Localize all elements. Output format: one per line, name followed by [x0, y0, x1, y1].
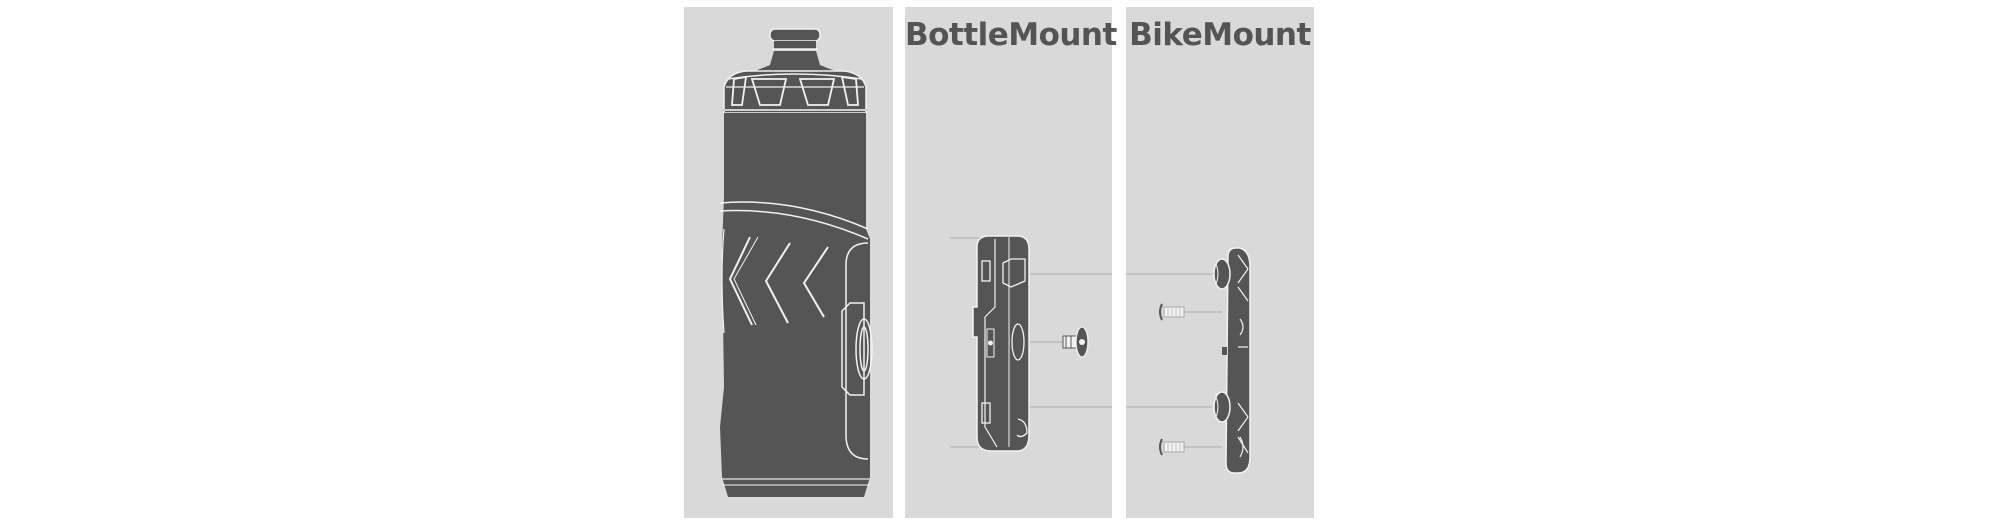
bottlemount-title: BottleMount [905, 17, 1117, 53]
bottlemount-illustration [950, 235, 1112, 452]
bottlemount-body [972, 235, 1030, 452]
mount-puck-top [1213, 258, 1231, 290]
screw-bottom [1159, 438, 1185, 456]
bikemount-title: BikeMount [1129, 17, 1311, 53]
bikemount-illustration [1126, 247, 1251, 474]
bottle-illustration [719, 28, 873, 497]
bikemount-panel: BikeMount [1126, 7, 1314, 518]
bikemount-plate [1222, 247, 1251, 474]
leader-lines [1126, 273, 1222, 448]
bottle-mount-interface [841, 242, 873, 460]
screw-top [1159, 303, 1185, 321]
fastener-insert [1062, 326, 1089, 358]
bottle-cap [746, 28, 844, 73]
mount-puck-bottom [1213, 391, 1231, 423]
bottle-shoulder [722, 70, 868, 114]
bottle-panel [684, 7, 893, 518]
bottlemount-panel: BottleMount [905, 7, 1117, 518]
grip-chevrons [721, 228, 829, 334]
brand-logo-mark [986, 328, 995, 358]
bottle-body [719, 113, 870, 497]
leader-lines [950, 237, 1112, 448]
